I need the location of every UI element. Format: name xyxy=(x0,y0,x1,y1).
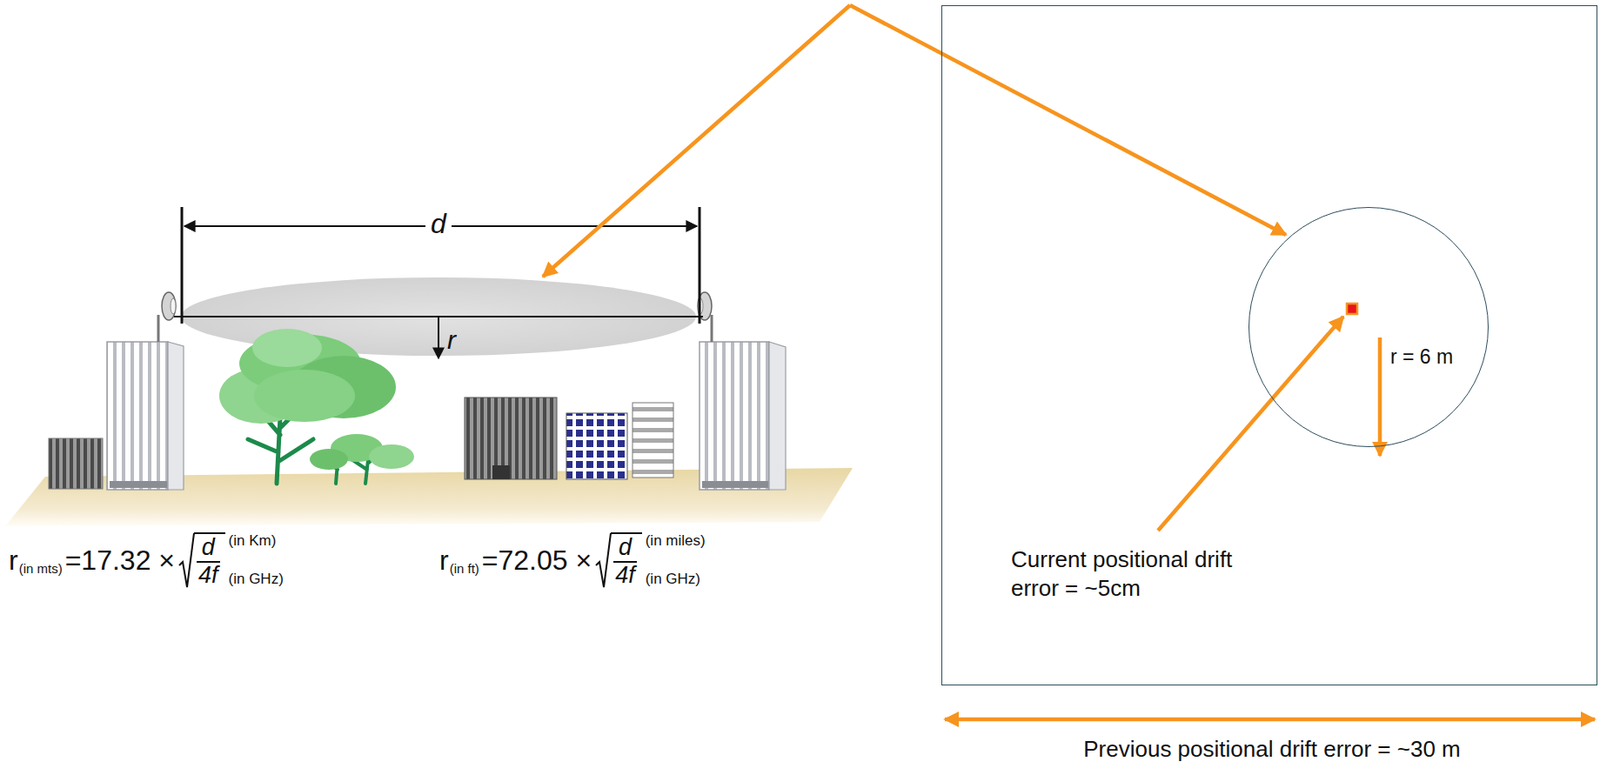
fraction-numerator: d xyxy=(618,535,632,562)
formula-unit: (in ft) xyxy=(449,561,480,576)
fraction-denominator: 4f xyxy=(196,561,221,590)
callout-arrows xyxy=(542,5,1286,277)
formula-unit: (in Km) xyxy=(228,532,284,550)
left-tower xyxy=(157,314,161,342)
radius-arrow xyxy=(437,316,440,359)
radical-stroke xyxy=(595,533,611,588)
dimension-d xyxy=(698,207,702,324)
small-building xyxy=(48,438,103,489)
unit-stack: (in Km) (in GHz) xyxy=(228,532,284,589)
left-tower xyxy=(161,292,176,321)
dimension-d xyxy=(180,207,184,324)
formula-unit: (in GHz) xyxy=(645,570,706,589)
formula: r(in mts)=17.32 ×d4f(in Km)(in GHz) xyxy=(8,532,284,589)
right-tower xyxy=(710,314,714,342)
left-tower xyxy=(107,341,168,490)
square-root: d4f xyxy=(595,532,643,589)
left-tower xyxy=(107,292,184,490)
position-marker xyxy=(1346,303,1358,315)
accuracy-circle: r = 6 m xyxy=(1248,207,1489,448)
buildings xyxy=(566,413,628,480)
right-tower xyxy=(699,341,770,490)
formula-coefficient: =72.05 × xyxy=(482,544,592,577)
dimension-label: Previous positional drift error = ~30 m xyxy=(1083,736,1461,763)
dimension-label: d xyxy=(425,208,452,240)
left-tower xyxy=(109,481,168,489)
trees xyxy=(219,328,415,484)
right-tower xyxy=(702,481,769,489)
fraction-denominator: 4f xyxy=(613,561,637,590)
radius-label: r xyxy=(447,325,456,355)
left-tower xyxy=(167,341,184,490)
left-tower xyxy=(170,298,176,315)
buildings xyxy=(464,397,674,480)
trees xyxy=(309,448,349,470)
trees xyxy=(368,444,415,469)
radical-sign xyxy=(595,532,611,589)
leader-line xyxy=(1158,316,1344,531)
trees xyxy=(254,369,355,422)
fraction: d4f xyxy=(194,532,226,589)
formula: r(in ft)=72.05 ×d4f(in miles)(in GHz) xyxy=(439,532,706,589)
dimension-d xyxy=(181,207,700,324)
formula-unit: (in GHz) xyxy=(228,570,284,589)
callout-arrows xyxy=(542,5,851,277)
radical-sign xyxy=(178,532,195,589)
formula-unit: (in mts) xyxy=(19,561,63,576)
formula-unit: (in miles) xyxy=(645,532,706,550)
unit-stack: (in miles) (in GHz) xyxy=(645,532,706,589)
buildings xyxy=(632,402,674,478)
right-tower xyxy=(769,341,786,490)
buildings xyxy=(464,397,557,480)
dimension-arrow xyxy=(944,717,1595,723)
fraction-numerator: d xyxy=(201,535,215,562)
square-root: d4f xyxy=(178,532,226,589)
formula-symbol: r xyxy=(439,544,449,577)
callout-arrows xyxy=(850,5,1286,235)
formula-symbol: r xyxy=(8,544,19,577)
radius-arrow xyxy=(1378,337,1383,456)
drift-frame: Current positional drift error = ~5cm r =… xyxy=(941,5,1598,686)
node-label: Current positional drift error = ~5cm xyxy=(1010,545,1251,603)
small-building xyxy=(48,438,103,489)
formula-coefficient: =17.32 × xyxy=(65,544,175,577)
buildings xyxy=(492,465,510,480)
node-label: r = 6 m xyxy=(1390,344,1453,370)
right-tower xyxy=(697,292,786,490)
trees xyxy=(252,328,322,368)
fraction: d4f xyxy=(610,532,643,589)
radical-stroke xyxy=(179,533,195,588)
